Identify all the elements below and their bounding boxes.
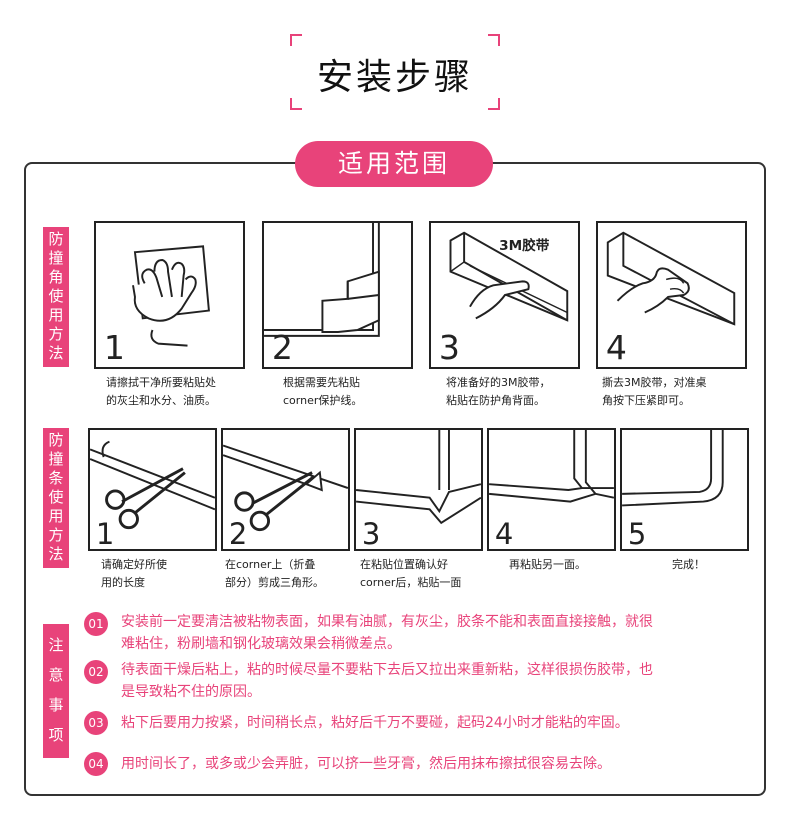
corner-step-4-illustration: 4 (596, 221, 747, 369)
strip-section-label: 防 撞 条 使 用 方 法 (43, 428, 69, 568)
step-number: 1 (104, 328, 125, 367)
note-number-badge: 03 (84, 711, 108, 735)
strip-step-4-illustration: 4 (487, 428, 616, 551)
corner-step-1-caption: 请擦拭干净所要粘贴处 的灰尘和水分、油质。 (106, 376, 216, 407)
note-item: 用时间长了，或多或少会弄脏，可以挤一些牙膏，然后用抹布擦拭很容易去除。 (121, 756, 611, 772)
note-number-badge: 02 (84, 660, 108, 684)
press-hand-icon: 4 (606, 231, 736, 367)
step-number: 2 (229, 517, 247, 549)
corner-step-3-caption: 将准备好的3M胶带， 粘贴在防护角背面。 (446, 376, 551, 407)
strip-step-3-illustration: 3 (354, 428, 483, 551)
tape-label: 3M胶带 (499, 237, 550, 254)
corner-step-2-illustration: 2 (262, 221, 413, 369)
note-number-badge: 04 (84, 752, 108, 776)
strip-step-1-caption: 请确定好所使 用的长度 (101, 558, 167, 589)
bracket-corner (290, 98, 302, 110)
strip-step-5-illustration: 5 (620, 428, 749, 551)
bracket-corner (488, 98, 500, 110)
scissors-icon: 1 (90, 440, 215, 549)
scissors-cut-icon: 2 (223, 444, 348, 549)
corner-step-4-caption: 撕去3M胶带，对准桌 角按下压紧即可。 (602, 376, 707, 407)
bracket-corner (290, 34, 302, 46)
note-item: 安装前一定要清洁被粘物表面，如果有油腻，有灰尘，胶条不能和表面直接接触，就很 难… (121, 614, 653, 652)
bracket-corner (488, 34, 500, 46)
section-title: 适用范围 (295, 141, 493, 187)
strip-finished-icon: 5 (622, 430, 724, 549)
notes-section-label: 注 意 事 项 (43, 624, 69, 758)
wiping-hand-icon: 1 (104, 245, 210, 367)
note-number-badge: 01 (84, 612, 108, 636)
corner-step-1-illustration: 1 (94, 221, 245, 369)
step-number: 3 (439, 328, 460, 367)
corner-step-3-illustration: 3M胶带 3 (429, 221, 580, 369)
step-number: 3 (362, 517, 380, 549)
page-title: 安装步骤 (316, 57, 473, 98)
corner-section-label: 防 撞 角 使 用 方 法 (43, 227, 69, 367)
page-title-frame: 安装步骤 (290, 34, 500, 110)
strip-step-5-caption: 完成！ (672, 558, 705, 571)
step-number: 4 (606, 328, 627, 367)
note-item: 待表面干燥后粘上，粘的时候尽量不要粘下去后又拉出来重新粘，这样很损伤胶带，也 是… (121, 662, 653, 700)
strip-first-side-icon: 3 (356, 430, 481, 549)
corner-guard-icon: 2 (264, 223, 380, 367)
strip-second-side-icon: 4 (489, 430, 614, 549)
corner-step-2-caption: 根据需要先粘贴 corner保护线。 (283, 376, 363, 407)
strip-step-4-caption: 再粘贴另一面。 (509, 558, 586, 571)
strip-step-1-illustration: 1 (88, 428, 217, 551)
step-number: 1 (96, 517, 114, 549)
step-number: 5 (628, 517, 646, 549)
strip-step-2-caption: 在corner上（折叠 部分）剪成三角形。 (225, 558, 324, 589)
step-number: 4 (495, 517, 513, 549)
strip-step-3-caption: 在粘贴位置确认好 corner后，粘贴一面 (360, 558, 462, 589)
strip-step-2-illustration: 2 (221, 428, 350, 551)
step-number: 2 (272, 328, 293, 367)
tape-application-icon: 3M胶带 3 (439, 231, 569, 367)
note-item: 粘下后要用力按紧，时间稍长点，粘好后千万不要碰，起码24小时才能粘的牢固。 (121, 715, 629, 731)
